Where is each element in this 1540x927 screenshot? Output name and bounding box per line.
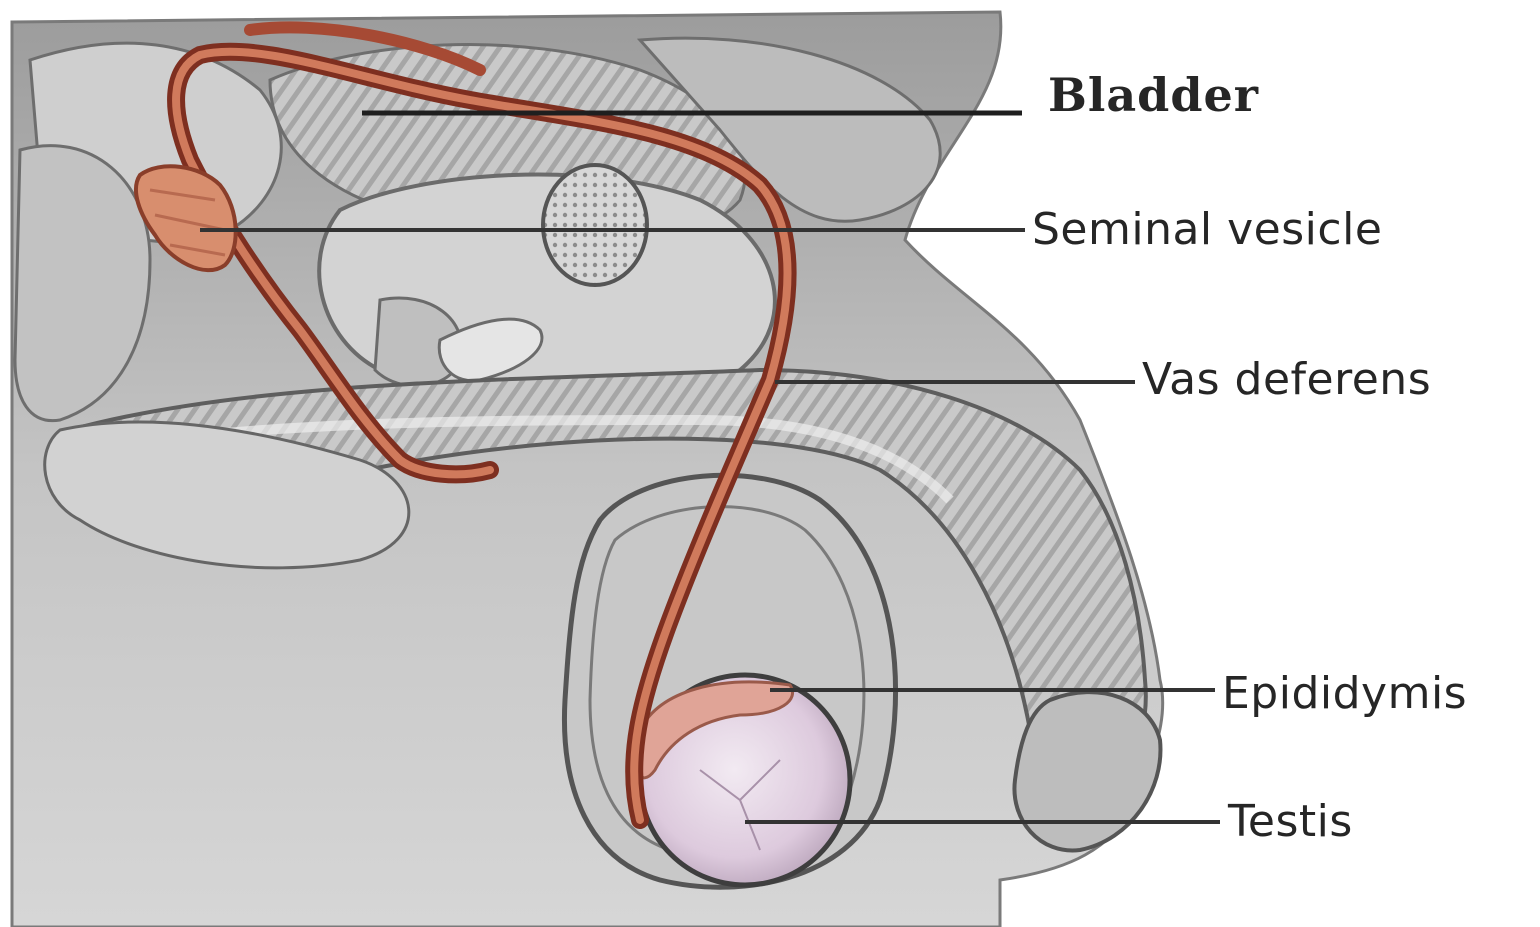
testis-label: Testis <box>1228 800 1353 844</box>
vas-deferens-label: Vas deferens <box>1142 358 1431 402</box>
epididymis-label: Epididymis <box>1222 672 1467 716</box>
bladder-label: Bladder <box>1048 72 1259 118</box>
seminal-vesicle-label: Seminal vesicle <box>1032 208 1382 252</box>
